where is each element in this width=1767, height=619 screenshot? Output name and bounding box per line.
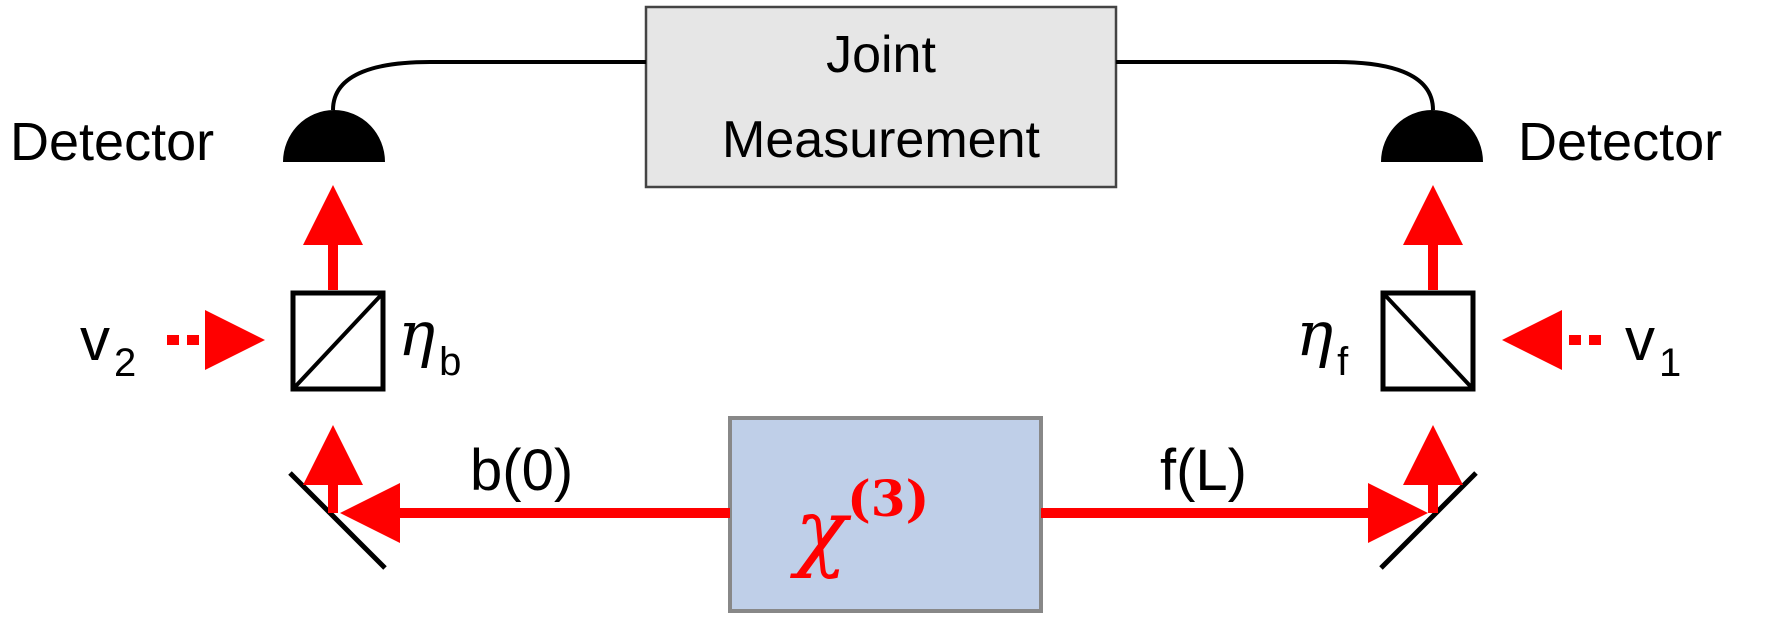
left-detector-label: Detector (10, 112, 214, 172)
left-mirror (288, 471, 387, 570)
right-detector-icon (1381, 110, 1483, 162)
joint-measurement-box: Joint Measurement (644, 5, 1118, 189)
left-beam-splitter (290, 290, 386, 392)
chi3-symbol: χ(3) (790, 469, 929, 581)
left-detector-icon (283, 110, 385, 162)
left-cable (331, 60, 646, 111)
right-cable (1116, 60, 1435, 111)
joint-measurement-label-line2: Measurement (722, 111, 1040, 169)
joint-measurement-label-line1: Joint (826, 26, 936, 84)
fL-label: f(L) (1160, 438, 1247, 503)
right-mirror (1379, 471, 1478, 570)
right-beam-splitter (1380, 290, 1476, 392)
chi3-medium: χ(3) (728, 416, 1043, 613)
right-detector-label: Detector (1518, 112, 1722, 172)
b0-label: b(0) (470, 438, 573, 503)
